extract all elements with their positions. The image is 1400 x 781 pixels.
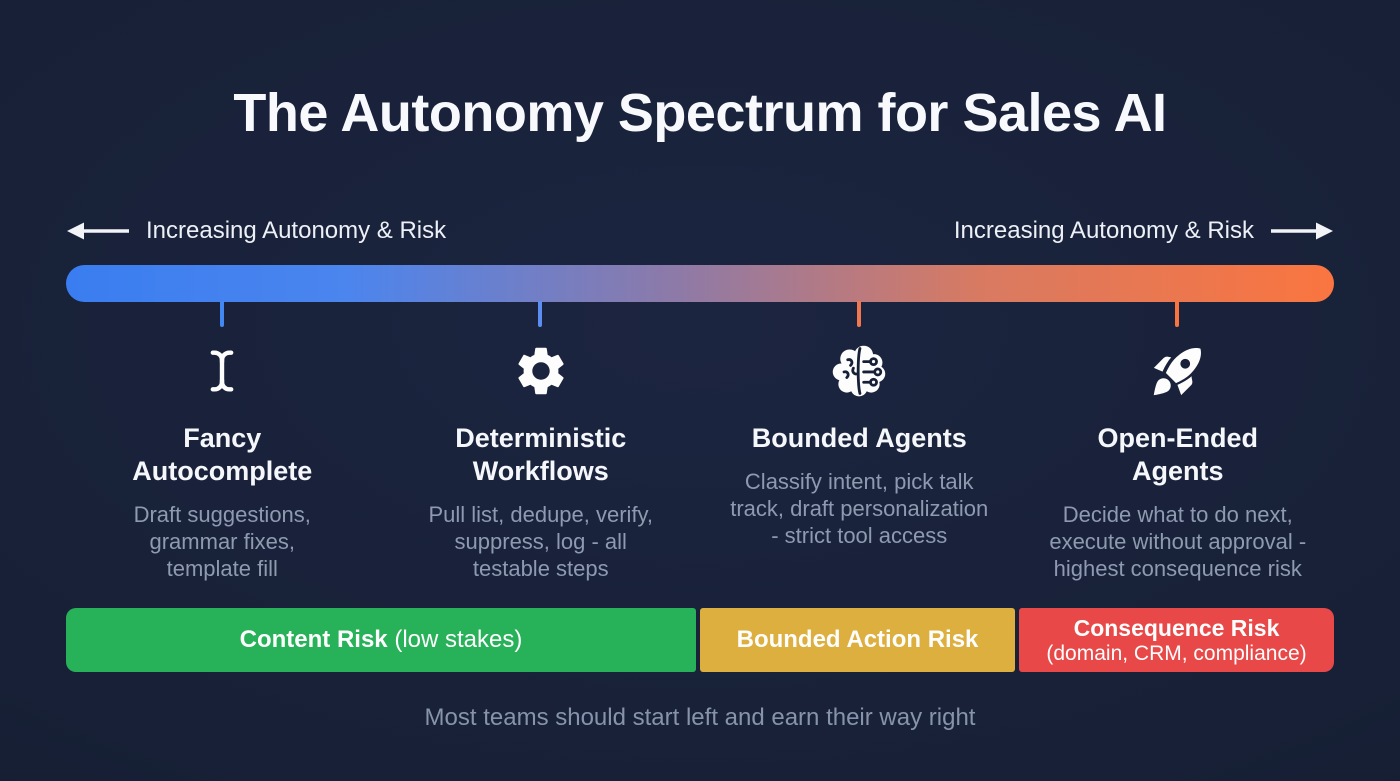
risk-band-label: Bounded Action Risk bbox=[736, 626, 979, 653]
stage-title: Deterministic Workflows bbox=[455, 423, 627, 486]
risk-band-sublabel: (domain, CRM, compliance) bbox=[1046, 641, 1307, 665]
tick-bounded-agents bbox=[857, 301, 861, 327]
page-title: The Autonomy Spectrum for Sales AI bbox=[233, 83, 1167, 143]
stage-deterministic-workflows: Deterministic Workflows Pull list, dedup… bbox=[382, 338, 701, 582]
axis-left-group: Increasing Autonomy & Risk bbox=[66, 217, 446, 245]
stage-columns: Fancy Autocomplete Draft suggestions, gr… bbox=[63, 338, 1337, 582]
text-cursor-icon bbox=[63, 338, 382, 404]
footer-note: Most teams should start left and earn th… bbox=[424, 704, 976, 731]
stage-bounded-agents: Bounded Agents Classify intent, pick tal… bbox=[700, 338, 1019, 582]
stage-title: Bounded Agents bbox=[751, 423, 967, 453]
arrow-left-icon bbox=[66, 221, 130, 241]
gear-icon bbox=[382, 338, 701, 404]
axis-right-group: Increasing Autonomy & Risk bbox=[954, 217, 1334, 245]
stage-title: Open-Ended Agents bbox=[1097, 423, 1259, 486]
risk-band-bounded-action: Bounded Action Risk bbox=[700, 608, 1015, 672]
arrow-right-icon bbox=[1270, 221, 1334, 241]
stage-fancy-autocomplete: Fancy Autocomplete Draft suggestions, gr… bbox=[63, 338, 382, 582]
autonomy-gradient-bar bbox=[66, 265, 1334, 302]
risk-bands-row: Content Risk (low stakes) Bounded Action… bbox=[66, 608, 1334, 672]
stage-description: Classify intent, pick talk track, draft … bbox=[730, 469, 989, 548]
risk-band-label: Consequence Risk bbox=[1073, 614, 1280, 641]
risk-band-content: Content Risk (low stakes) bbox=[66, 608, 696, 672]
tick-fancy-autocomplete bbox=[220, 301, 224, 327]
stage-description: Decide what to do next, execute without … bbox=[1049, 502, 1307, 581]
risk-band-label: Content Risk (low stakes) bbox=[239, 626, 523, 653]
rocket-icon bbox=[1019, 338, 1338, 404]
stage-open-ended-agents: Open-Ended Agents Decide what to do next… bbox=[1019, 338, 1338, 582]
axis-right-label: Increasing Autonomy & Risk bbox=[953, 217, 1254, 244]
axis-labels-row: Increasing Autonomy & Risk Increasing Au… bbox=[66, 217, 1334, 245]
brain-circuit-icon bbox=[700, 338, 1019, 404]
risk-band-consequence: Consequence Risk (domain, CRM, complianc… bbox=[1019, 608, 1334, 672]
tick-deterministic-workflows bbox=[538, 301, 542, 327]
tick-open-ended-agents bbox=[1175, 301, 1179, 327]
axis-left-label: Increasing Autonomy & Risk bbox=[146, 217, 447, 244]
stage-description: Draft suggestions, grammar fixes, templa… bbox=[133, 502, 311, 581]
stage-title: Fancy Autocomplete bbox=[132, 423, 313, 486]
stage-description: Pull list, dedupe, verify, suppress, log… bbox=[428, 502, 654, 581]
